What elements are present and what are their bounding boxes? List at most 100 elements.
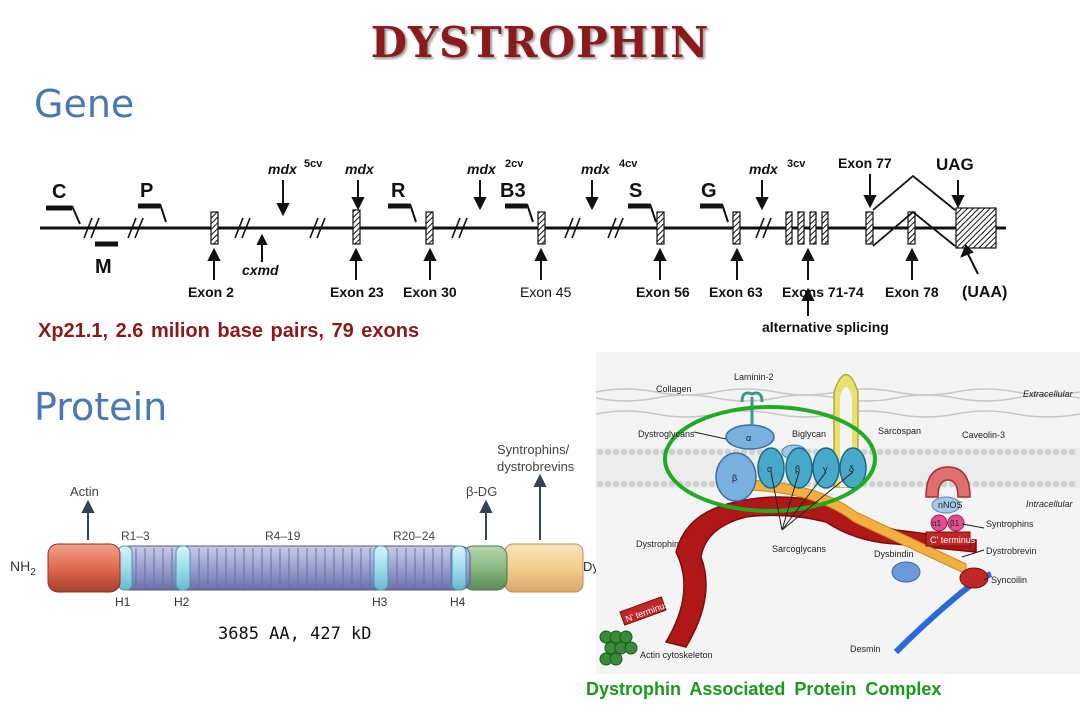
domain-label-r1-3: R1–3	[121, 529, 150, 543]
mdx-label-4: mdx	[581, 161, 611, 177]
promoter-m-label: M	[95, 256, 112, 278]
dapc-diagram: Collagen Laminin-2 Extracellular Intrace…	[596, 352, 1080, 674]
exon-label-30: Exon 30	[403, 284, 457, 300]
pointer-lines	[693, 431, 989, 581]
exon77-label: Exon 77	[838, 155, 892, 171]
bdg-binding-label: β-DG	[466, 484, 497, 499]
exon-label-78: Exon 78	[885, 284, 939, 300]
cterminal-domain	[504, 543, 584, 593]
splice-bottom	[872, 210, 956, 247]
hinge-label-h4: H4	[450, 595, 466, 609]
hinge-h2	[175, 545, 191, 591]
exon-label-63: Exon 63	[709, 284, 763, 300]
laminin-label: Laminin-2	[734, 372, 774, 382]
exon-arrows	[207, 233, 979, 316]
hinge-h3	[373, 545, 389, 591]
syntrophin-a1-label: α1	[932, 519, 942, 528]
syncoilin-label: Syncoilin	[991, 575, 1027, 585]
mdx-sup-3: 2cv	[505, 158, 524, 170]
dy-label: Dy	[583, 559, 599, 574]
nh2-text: NH	[10, 558, 30, 574]
exon-label-23: Exon 23	[330, 284, 384, 300]
nnos-shape	[931, 496, 961, 514]
promoter-s-label: S	[629, 180, 642, 202]
syntrophin-beta1	[947, 514, 965, 532]
binding-arrows	[81, 473, 547, 540]
exon-label-71-74: Exons 71-74	[782, 284, 864, 300]
dysbindin-shape	[891, 561, 921, 583]
uag-label: UAG	[936, 155, 974, 174]
cterminus-label: C' terminus	[930, 535, 976, 545]
hinge-label-h1: H1	[115, 595, 131, 609]
gamma-sg-label: γ	[823, 464, 828, 474]
laminin-shape	[740, 391, 764, 425]
hinge-label-h3: H3	[372, 595, 388, 609]
biglycan-label: Biglycan	[792, 429, 826, 439]
dgc-highlight-ring	[663, 405, 877, 513]
exon-label-56: Exon 56	[636, 284, 690, 300]
gene-map: C M P R B3 S G mdx 5cv mdx mdx 2cv mdx 4…	[40, 155, 1007, 335]
gene-breaks	[83, 217, 772, 239]
syntrophins-label: Syntrophins	[986, 519, 1034, 529]
dysbindin-label: Dysbindin	[874, 549, 914, 559]
dystroglycan-alpha	[725, 424, 775, 450]
promoter-b3-label: B3	[500, 180, 526, 202]
dystrophin-label: Dystrophin	[636, 539, 679, 549]
protein-diagram: Actin β-DG Syntrophins/ dystrobrevins R1…	[10, 442, 599, 609]
mdx-sup-4: 4cv	[619, 158, 638, 170]
caveolin-label: Caveolin-3	[962, 430, 1005, 440]
delta-sg-label: δ	[849, 464, 854, 474]
alt-splicing-label: alternative splicing	[762, 319, 889, 335]
nh2-subscript: 2	[30, 567, 36, 578]
actin-cytoskeleton-label: Actin cytoskeleton	[640, 650, 713, 660]
hinge-label-h2: H2	[174, 595, 190, 609]
alpha-sg-label: α	[767, 464, 772, 474]
alpha-dg-label: α	[746, 433, 751, 443]
mdx-arrows	[276, 174, 965, 217]
gene-summary: Xp21.1, 2.6 milion base pairs, 79 exons	[38, 320, 420, 342]
beta-dg-label: β	[732, 473, 737, 483]
promoter-brackets	[46, 203, 729, 247]
intracellular-label: Intracellular	[1026, 499, 1074, 509]
splice-top	[872, 174, 956, 211]
uaa-label: (UAA)	[962, 284, 1007, 301]
caveolin-shape	[925, 466, 971, 498]
mdx-label-5: mdx	[749, 161, 779, 177]
promoter-r-label: R	[391, 180, 406, 202]
syncoilin-shape	[959, 567, 989, 589]
dystroglycans-label: Dystroglycans	[638, 429, 695, 439]
syntrophin-alpha1	[930, 514, 948, 532]
promoter-c-label: C	[52, 181, 66, 203]
syntrophins-label-2: dystrobrevins	[497, 459, 575, 474]
promoter-g-label: G	[701, 180, 717, 202]
domain-label-r20-24: R20–24	[393, 529, 435, 543]
protein-summary: 3685 AA, 427 kD	[218, 624, 372, 644]
exon-boxes	[210, 207, 997, 249]
syntrophins-label-1: Syntrophins/	[497, 442, 570, 457]
extracellular-label: Extracellular	[1023, 389, 1074, 399]
dystrobrevin-label: Dystrobrevin	[986, 546, 1037, 556]
sarcoglycans-label: Sarcoglycans	[772, 544, 827, 554]
mdx-sup-1: 5cv	[304, 158, 323, 170]
exon-label-2: Exon 2	[188, 284, 234, 300]
mdx-label-1: mdx	[268, 161, 298, 177]
cxmd-label: cxmd	[242, 262, 279, 278]
actin-cytoskeleton-shape	[599, 630, 638, 666]
sarcospan-label: Sarcospan	[878, 426, 921, 436]
actin-binding-domain	[47, 543, 121, 593]
page-title: DYSTROPHIN	[370, 18, 710, 67]
dapc-caption: Dystrophin Associated Protein Complex	[586, 679, 942, 699]
nterminus-box	[619, 596, 667, 626]
desmin-label: Desmin	[850, 644, 881, 654]
cterminus-box	[925, 531, 971, 547]
exon-label-45: Exon 45	[520, 284, 572, 300]
domain-label-r4-19: R4–19	[265, 529, 301, 543]
nh2-label: NH2	[10, 558, 36, 578]
hinge-h4	[451, 545, 467, 591]
dystroglycan-beta	[715, 452, 757, 502]
mdx-label-2: mdx	[345, 161, 375, 177]
actin-binding-label: Actin	[70, 484, 99, 499]
promoter-p-label: P	[140, 180, 153, 202]
collagen-label: Collagen	[656, 384, 692, 394]
syntrophin-b1-label: β1	[950, 519, 960, 528]
